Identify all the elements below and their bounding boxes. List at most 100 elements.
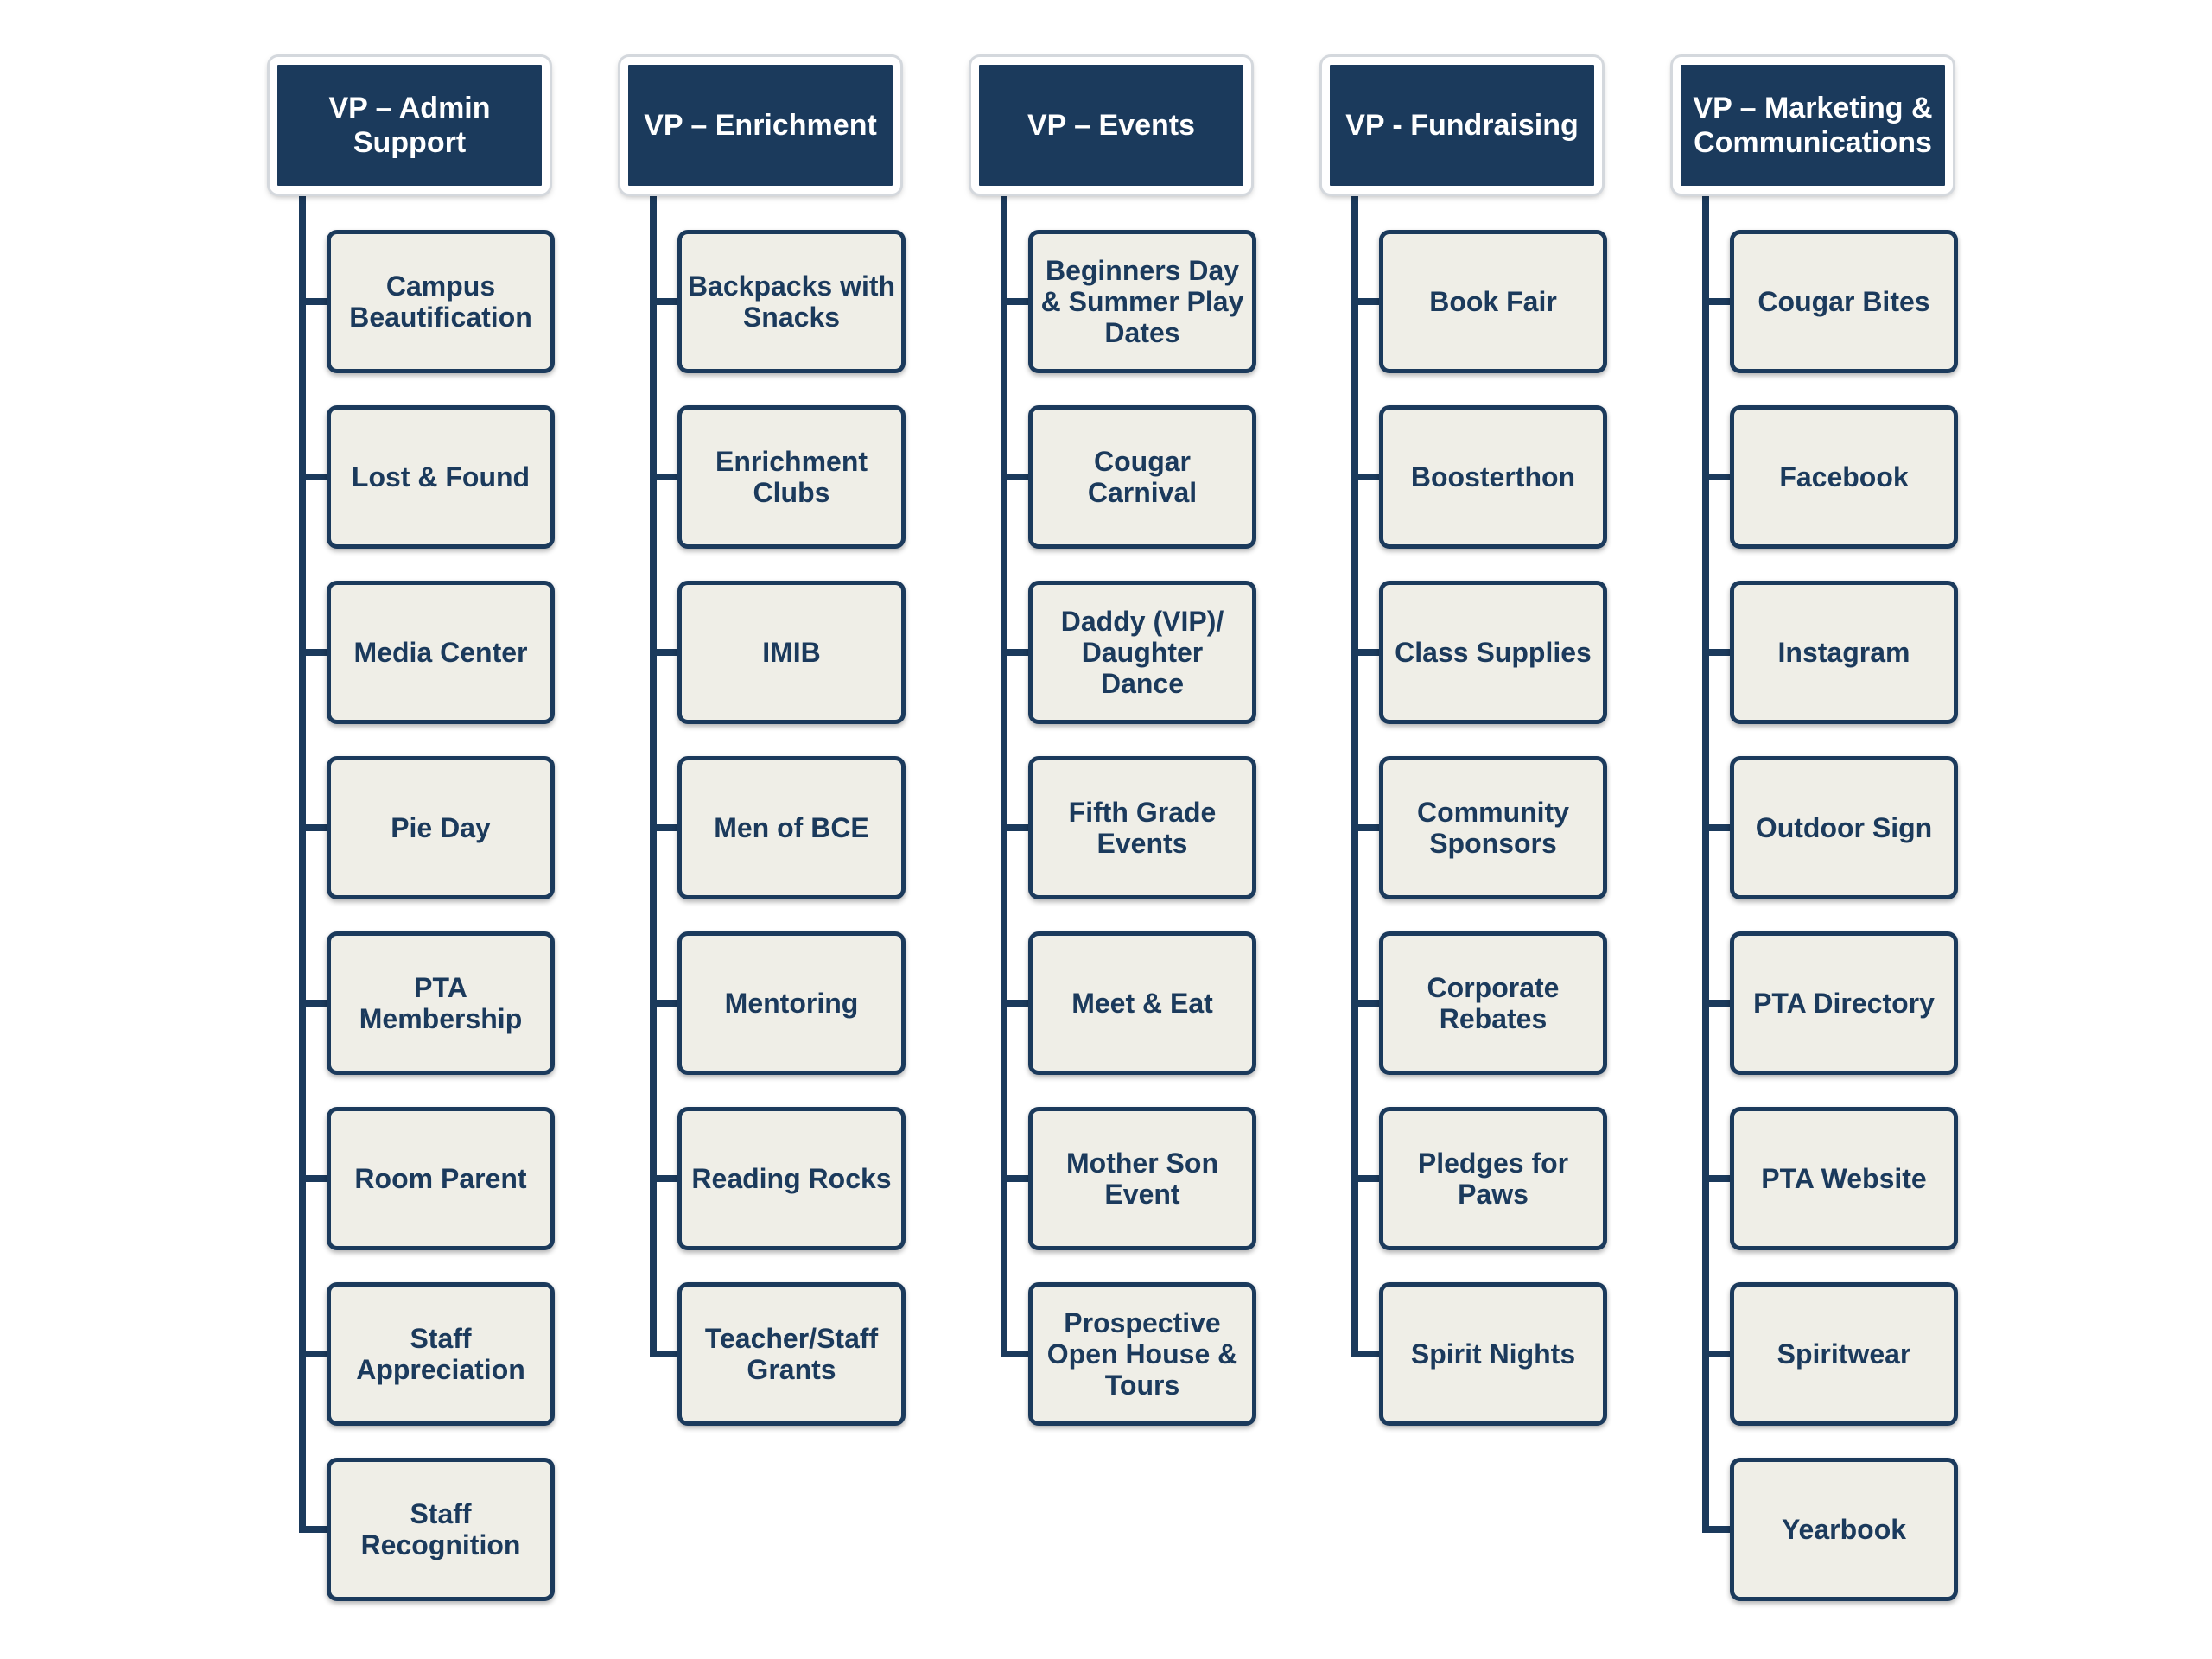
column-header: VP – Enrichment xyxy=(620,57,900,194)
item-label: Spiritwear xyxy=(1730,1282,1958,1426)
item-label: Outdoor Sign xyxy=(1730,756,1958,899)
item-box: Cougar Carnival xyxy=(1001,405,1256,549)
connector-line xyxy=(1001,1351,1030,1357)
item-label: Pie Day xyxy=(327,756,555,899)
item-box: Yearbook xyxy=(1702,1458,1958,1601)
item-label: PTA Website xyxy=(1730,1107,1958,1250)
item-label: Teacher/Staff Grants xyxy=(677,1282,906,1426)
connector-line xyxy=(299,298,328,305)
column-trunk-line xyxy=(1001,194,1007,1353)
connector-line xyxy=(299,1526,328,1533)
connector-line xyxy=(1702,474,1732,480)
column-trunk-line xyxy=(299,194,306,1529)
item-box: Beginners Day & Summer Play Dates xyxy=(1001,230,1256,373)
connector-line xyxy=(299,1175,328,1182)
item-label: Facebook xyxy=(1730,405,1958,549)
item-box: Backpacks with Snacks xyxy=(650,230,906,373)
item-box: Facebook xyxy=(1702,405,1958,549)
column-header: VP - Fundraising xyxy=(1322,57,1602,194)
connector-line xyxy=(1351,1351,1381,1357)
connector-line xyxy=(1001,474,1030,480)
item-label: Mentoring xyxy=(677,931,906,1075)
item-label: Media Center xyxy=(327,581,555,724)
item-label: Cougar Bites xyxy=(1730,230,1958,373)
item-box: Pie Day xyxy=(299,756,555,899)
item-box: Pledges for Paws xyxy=(1351,1107,1607,1250)
item-box: Instagram xyxy=(1702,581,1958,724)
item-label: Daddy (VIP)/ Daughter Dance xyxy=(1028,581,1256,724)
item-box: Mentoring xyxy=(650,931,906,1075)
item-box: Media Center xyxy=(299,581,555,724)
item-box: Outdoor Sign xyxy=(1702,756,1958,899)
item-label: Yearbook xyxy=(1730,1458,1958,1601)
connector-line xyxy=(1351,474,1381,480)
item-box: Spirit Nights xyxy=(1351,1282,1607,1426)
connector-line xyxy=(650,1175,679,1182)
item-box: Fifth Grade Events xyxy=(1001,756,1256,899)
connector-line xyxy=(650,649,679,656)
column-marketing-communications: Cougar Bites Facebook Instagram Outdoor … xyxy=(1669,0,1998,1659)
item-label: Cougar Carnival xyxy=(1028,405,1256,549)
item-label: Meet & Eat xyxy=(1028,931,1256,1075)
item-box: Prospective Open House & Tours xyxy=(1001,1282,1256,1426)
item-label: Staff Recognition xyxy=(327,1458,555,1601)
item-box: Boosterthon xyxy=(1351,405,1607,549)
connector-line xyxy=(1001,649,1030,656)
item-label: PTA Directory xyxy=(1730,931,1958,1075)
item-label: Mother Son Event xyxy=(1028,1107,1256,1250)
item-box: IMIB xyxy=(650,581,906,724)
item-label: Community Sponsors xyxy=(1379,756,1607,899)
item-label: Campus Beautification xyxy=(327,230,555,373)
item-box: Community Sponsors xyxy=(1351,756,1607,899)
connector-line xyxy=(650,1351,679,1357)
connector-line xyxy=(1001,298,1030,305)
item-label: Spirit Nights xyxy=(1379,1282,1607,1426)
item-label: Staff Appreciation xyxy=(327,1282,555,1426)
column-header: VP – Marketing & Communications xyxy=(1673,57,1953,194)
connector-line xyxy=(1351,649,1381,656)
item-box: PTA Membership xyxy=(299,931,555,1075)
item-label: Lost & Found xyxy=(327,405,555,549)
connector-line xyxy=(299,649,328,656)
column-fundraising: Book Fair Boosterthon Class Supplies Com… xyxy=(1319,0,1647,1659)
item-box: Teacher/Staff Grants xyxy=(650,1282,906,1426)
connector-line xyxy=(1702,1175,1732,1182)
item-box: Room Parent xyxy=(299,1107,555,1250)
item-box: Spiritwear xyxy=(1702,1282,1958,1426)
item-box: PTA Directory xyxy=(1702,931,1958,1075)
connector-line xyxy=(1702,1000,1732,1007)
item-label: Fifth Grade Events xyxy=(1028,756,1256,899)
connector-line xyxy=(1702,1351,1732,1357)
item-label: Class Supplies xyxy=(1379,581,1607,724)
item-label: Corporate Rebates xyxy=(1379,931,1607,1075)
connector-line xyxy=(1351,298,1381,305)
item-box: Meet & Eat xyxy=(1001,931,1256,1075)
connector-line xyxy=(1702,1526,1732,1533)
item-box: Corporate Rebates xyxy=(1351,931,1607,1075)
item-box: Book Fair xyxy=(1351,230,1607,373)
connector-line xyxy=(1001,1175,1030,1182)
connector-line xyxy=(1001,824,1030,831)
item-label: Reading Rocks xyxy=(677,1107,906,1250)
item-box: Men of BCE xyxy=(650,756,906,899)
connector-line xyxy=(1702,649,1732,656)
connector-line xyxy=(650,824,679,831)
item-label: Instagram xyxy=(1730,581,1958,724)
item-label: Pledges for Paws xyxy=(1379,1107,1607,1250)
connector-line xyxy=(650,1000,679,1007)
column-events: Beginners Day & Summer Play Dates Cougar… xyxy=(968,0,1296,1659)
connector-line xyxy=(299,824,328,831)
item-box: Lost & Found xyxy=(299,405,555,549)
item-box: Enrichment Clubs xyxy=(650,405,906,549)
connector-line xyxy=(299,474,328,480)
connector-line xyxy=(299,1000,328,1007)
connector-line xyxy=(299,1351,328,1357)
item-label: Room Parent xyxy=(327,1107,555,1250)
item-box: PTA Website xyxy=(1702,1107,1958,1250)
item-box: Daddy (VIP)/ Daughter Dance xyxy=(1001,581,1256,724)
connector-line xyxy=(1702,298,1732,305)
connector-line xyxy=(1351,1175,1381,1182)
column-trunk-line xyxy=(1351,194,1358,1353)
item-label: Boosterthon xyxy=(1379,405,1607,549)
